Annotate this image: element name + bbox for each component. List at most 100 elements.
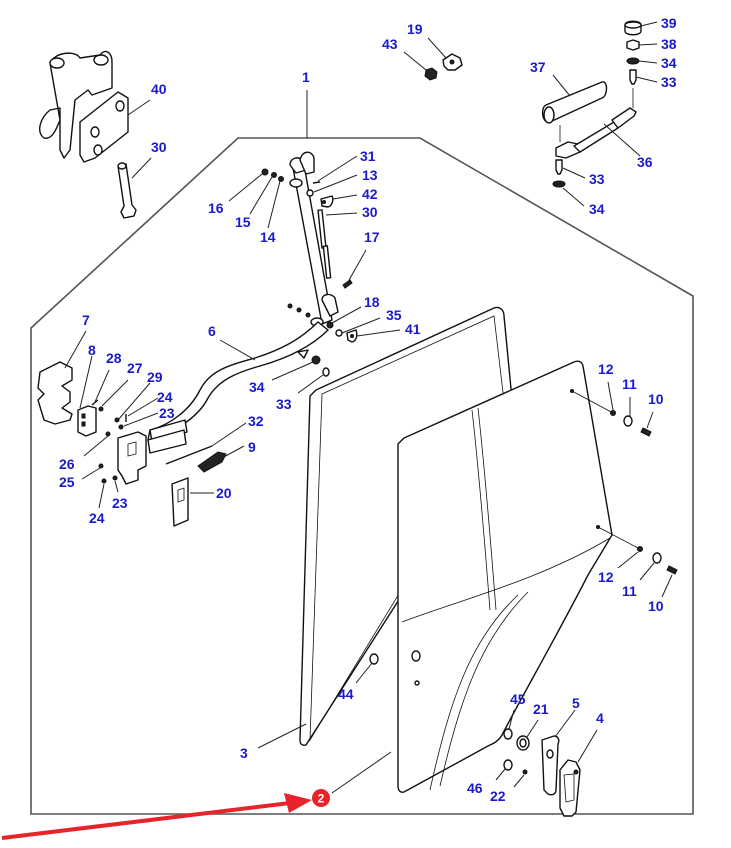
callout-15[interactable]: 15 bbox=[235, 214, 251, 230]
plate-part-41[interactable] bbox=[346, 329, 358, 343]
callout-32[interactable]: 32 bbox=[248, 413, 264, 429]
callout-30a[interactable]: 30 bbox=[151, 139, 167, 155]
backplate-part-5[interactable] bbox=[541, 735, 560, 796]
door-handle-part-4[interactable] bbox=[559, 759, 581, 817]
callout-43[interactable]: 43 bbox=[382, 36, 398, 52]
stud-part-33-top[interactable] bbox=[629, 69, 637, 85]
callout-38[interactable]: 38 bbox=[661, 36, 677, 52]
stud-part-33-mid[interactable] bbox=[322, 367, 330, 377]
screw-part-29[interactable] bbox=[114, 417, 120, 423]
bolt-part-12-top[interactable] bbox=[570, 389, 616, 416]
callout-23a[interactable]: 23 bbox=[159, 405, 175, 421]
callout-26[interactable]: 26 bbox=[59, 456, 75, 472]
bolt-part-10-bottom[interactable] bbox=[666, 565, 678, 575]
bolt-part-12-bottom[interactable] bbox=[596, 525, 643, 552]
callout-34a[interactable]: 34 bbox=[661, 55, 677, 71]
callout-17[interactable]: 17 bbox=[364, 229, 380, 245]
callout-30b[interactable]: 30 bbox=[362, 204, 378, 220]
callout-33c[interactable]: 33 bbox=[276, 396, 292, 412]
callout-40[interactable]: 40 bbox=[151, 81, 167, 97]
callout-37[interactable]: 37 bbox=[530, 59, 546, 75]
callout-12a[interactable]: 12 bbox=[598, 361, 614, 377]
callout-11b[interactable]: 11 bbox=[622, 583, 637, 599]
callout-39[interactable]: 39 bbox=[661, 15, 677, 31]
bolt-part-17[interactable] bbox=[342, 279, 353, 289]
grommet-part-46[interactable] bbox=[503, 759, 513, 771]
screw-part-25[interactable] bbox=[98, 463, 104, 469]
pin-part-30-top[interactable] bbox=[117, 162, 137, 219]
nut-part-16[interactable] bbox=[261, 168, 269, 176]
callout-29[interactable]: 29 bbox=[147, 369, 163, 385]
callout-13[interactable]: 13 bbox=[362, 167, 378, 183]
callout-4[interactable]: 4 bbox=[596, 710, 604, 726]
washer-part-34-bottom[interactable] bbox=[552, 180, 566, 188]
screw-part-24-bottom[interactable] bbox=[101, 478, 107, 484]
callout-31[interactable]: 31 bbox=[360, 148, 376, 164]
callout-24a[interactable]: 24 bbox=[157, 389, 173, 405]
callout-27[interactable]: 27 bbox=[127, 360, 143, 376]
callout-46[interactable]: 46 bbox=[467, 780, 483, 796]
screw-part-23-bottom[interactable] bbox=[112, 475, 118, 481]
washer-part-15[interactable] bbox=[271, 172, 277, 178]
callout-16[interactable]: 16 bbox=[208, 200, 224, 216]
washer-part-13[interactable] bbox=[306, 189, 314, 197]
callout-33b[interactable]: 33 bbox=[589, 171, 605, 187]
washer-part-11-bottom[interactable] bbox=[652, 552, 662, 564]
lever-assembly[interactable] bbox=[289, 151, 339, 327]
screw-part-31[interactable] bbox=[312, 181, 321, 184]
plate-part-20[interactable] bbox=[171, 477, 189, 527]
bracket-part-19[interactable] bbox=[442, 53, 463, 71]
screw-part-26[interactable] bbox=[105, 431, 111, 437]
callout-20[interactable]: 20 bbox=[216, 485, 232, 501]
callout-45[interactable]: 45 bbox=[510, 691, 526, 707]
grommet-part-45[interactable] bbox=[503, 728, 513, 740]
callout-24b[interactable]: 24 bbox=[89, 510, 105, 526]
screw-part-23-top[interactable] bbox=[118, 424, 124, 430]
washer-part-34-mid[interactable] bbox=[311, 355, 321, 365]
door-glass-part-2[interactable] bbox=[397, 360, 613, 793]
handle-bar-part-6[interactable] bbox=[147, 321, 329, 454]
highlight-marker-part-2[interactable]: 2 bbox=[312, 789, 330, 807]
hinge-part-40[interactable] bbox=[39, 50, 129, 163]
callout-3[interactable]: 3 bbox=[240, 745, 248, 761]
callout-44[interactable]: 44 bbox=[338, 686, 354, 702]
screw-part-22[interactable] bbox=[522, 769, 528, 775]
callout-14[interactable]: 14 bbox=[260, 229, 276, 245]
ring-part-21[interactable] bbox=[516, 735, 530, 751]
callout-9[interactable]: 9 bbox=[248, 439, 256, 455]
grommet-part-44[interactable] bbox=[369, 653, 379, 665]
pin-part-27[interactable] bbox=[98, 406, 104, 412]
callout-33a[interactable]: 33 bbox=[661, 74, 677, 90]
washer-part-14[interactable] bbox=[278, 176, 284, 182]
callout-10a[interactable]: 10 bbox=[648, 391, 664, 407]
washer-part-11-top[interactable] bbox=[623, 415, 633, 427]
callout-34b[interactable]: 34 bbox=[589, 201, 605, 217]
callout-11a[interactable]: 11 bbox=[622, 376, 637, 392]
cap-part-39[interactable] bbox=[624, 20, 642, 36]
tube-part-37[interactable] bbox=[541, 81, 608, 124]
callout-10b[interactable]: 10 bbox=[648, 598, 664, 614]
callout-25[interactable]: 25 bbox=[59, 474, 75, 490]
washer-part-35[interactable] bbox=[335, 329, 343, 337]
callout-35[interactable]: 35 bbox=[386, 307, 402, 323]
nut-part-43[interactable] bbox=[424, 67, 438, 81]
callout-21[interactable]: 21 bbox=[533, 701, 549, 717]
callout-41[interactable]: 41 bbox=[405, 321, 421, 337]
callout-34c[interactable]: 34 bbox=[249, 379, 265, 395]
plate-part-42[interactable] bbox=[320, 195, 334, 208]
catch-part-9[interactable] bbox=[197, 451, 227, 473]
callout-28[interactable]: 28 bbox=[106, 350, 122, 366]
callout-7[interactable]: 7 bbox=[82, 312, 90, 328]
callout-42[interactable]: 42 bbox=[362, 186, 378, 202]
nut-part-38[interactable] bbox=[626, 39, 640, 51]
callout-1[interactable]: 1 bbox=[302, 69, 310, 85]
callout-8[interactable]: 8 bbox=[88, 342, 96, 358]
bolt-part-10-top[interactable] bbox=[640, 427, 652, 437]
callout-19[interactable]: 19 bbox=[407, 21, 423, 37]
callout-6[interactable]: 6 bbox=[208, 323, 216, 339]
callout-23b[interactable]: 23 bbox=[112, 495, 128, 511]
nut-part-18[interactable] bbox=[326, 321, 334, 329]
latch-housing[interactable] bbox=[117, 431, 147, 485]
stud-part-33-bottom[interactable] bbox=[555, 159, 563, 175]
spacer-part-30-mid[interactable] bbox=[317, 209, 332, 279]
